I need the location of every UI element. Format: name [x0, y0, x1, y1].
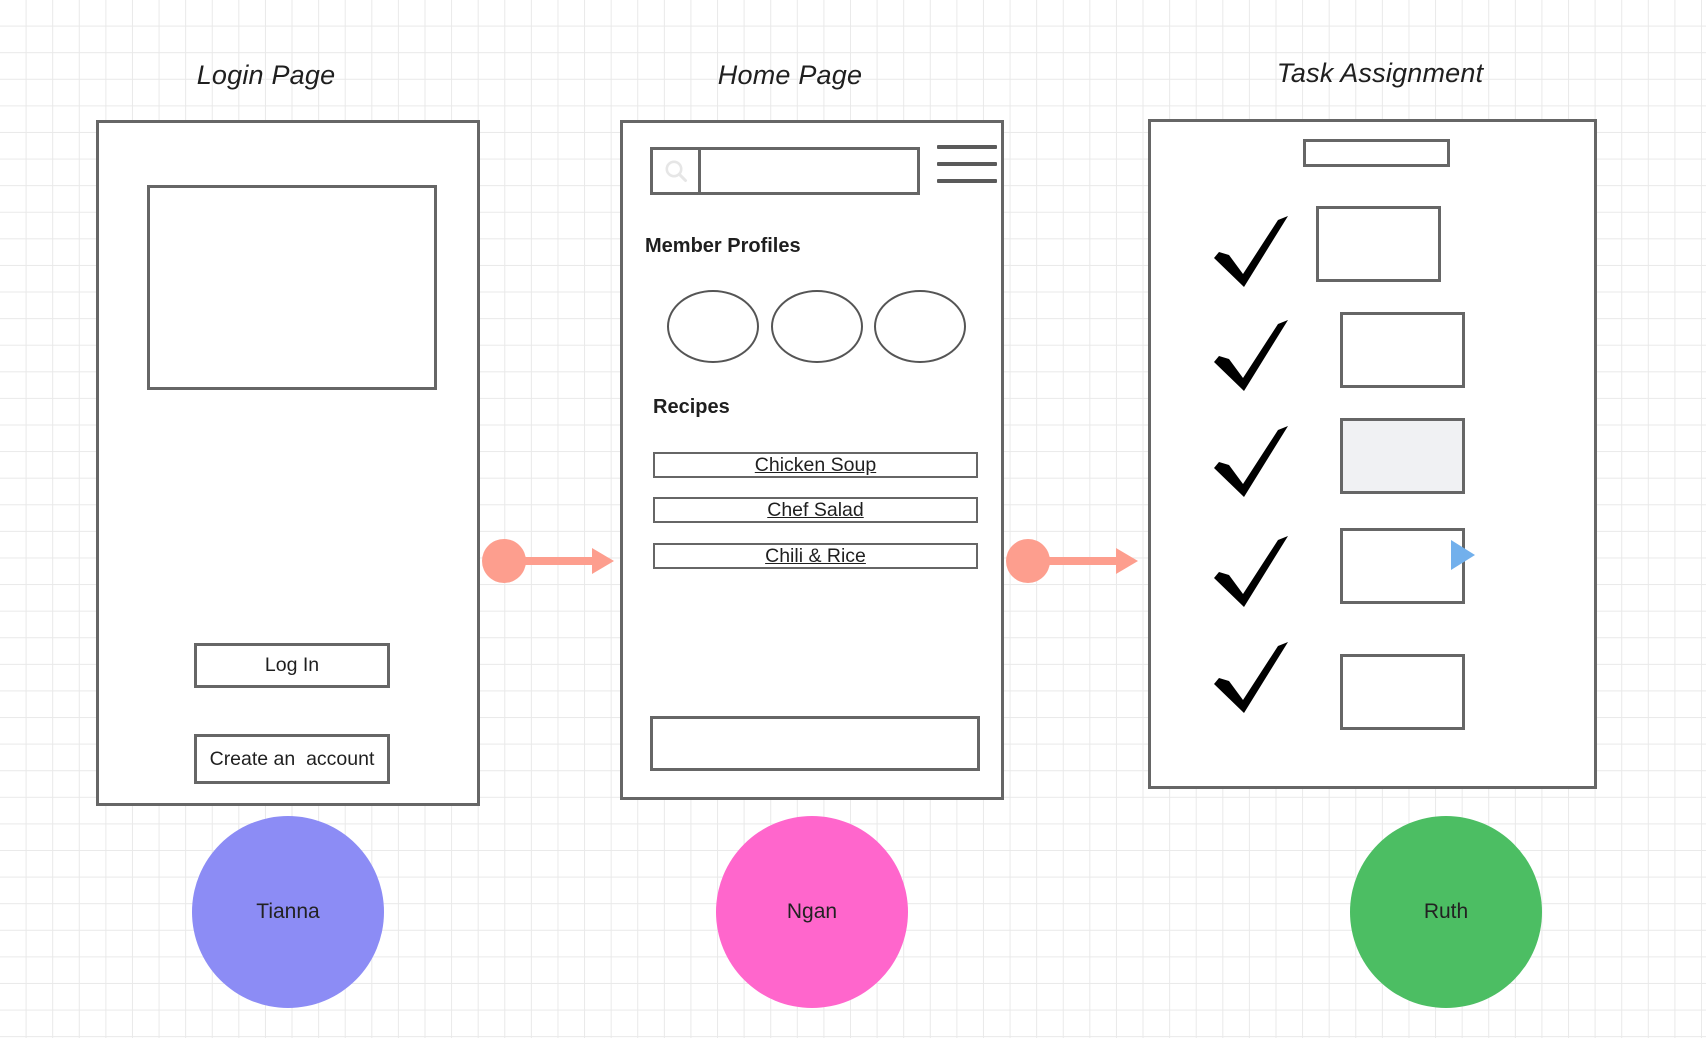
connector-arrowhead: [592, 548, 614, 574]
connector-start-dot: [482, 539, 526, 583]
member-avatar-2[interactable]: [771, 290, 863, 363]
hamburger-line-2: [937, 162, 997, 166]
task-box-4[interactable]: [1340, 528, 1465, 604]
bottom-nav-bar[interactable]: [650, 716, 980, 771]
hamburger-line-3: [937, 179, 997, 183]
check-icon[interactable]: [1208, 534, 1294, 612]
recipe-item-chef-salad[interactable]: Chef Salad: [653, 497, 978, 523]
connector-shaft: [1044, 557, 1122, 565]
recipe-item-chicken-soup[interactable]: Chicken Soup: [653, 452, 978, 478]
task-header-field[interactable]: [1303, 139, 1450, 167]
connector-start-dot: [1006, 539, 1050, 583]
recipe-label[interactable]: Chili & Rice: [765, 544, 866, 567]
check-icon[interactable]: [1208, 424, 1294, 502]
search-icon[interactable]: [653, 150, 701, 192]
recipe-label[interactable]: Chicken Soup: [754, 453, 877, 476]
check-icon[interactable]: [1208, 214, 1294, 292]
logo-placeholder: [147, 185, 437, 390]
connector-shaft: [520, 557, 598, 565]
log-in-button[interactable]: Log In: [194, 643, 390, 688]
member-avatar-1[interactable]: [667, 290, 759, 363]
connector-arrowhead: [1116, 548, 1138, 574]
task-box-2[interactable]: [1340, 312, 1465, 388]
home-page-screen[interactable]: Member Profiles Recipes Chicken Soup Che…: [620, 120, 1004, 800]
hamburger-line-1: [937, 145, 997, 149]
task-assignment-screen[interactable]: [1148, 119, 1597, 789]
member-profiles-heading: Member Profiles: [645, 235, 801, 257]
login-page-title: Login Page: [196, 60, 336, 90]
mouse-cursor: [1451, 540, 1475, 570]
member-avatar-3[interactable]: [874, 290, 966, 363]
person-bubble-ruth[interactable]: Ruth: [1350, 816, 1542, 1008]
search-bar[interactable]: [650, 147, 920, 195]
person-bubble-ngan[interactable]: Ngan: [716, 816, 908, 1008]
home-page-title: Home Page: [717, 60, 863, 90]
recipe-label[interactable]: Chef Salad: [767, 498, 864, 521]
recipes-heading: Recipes: [653, 396, 730, 418]
check-icon[interactable]: [1208, 318, 1294, 396]
recipe-item-chili-and-rice[interactable]: Chili & Rice: [653, 543, 978, 569]
task-assignment-title: Task Assignment: [1276, 58, 1484, 88]
person-bubble-tianna[interactable]: Tianna: [192, 816, 384, 1008]
search-input[interactable]: [701, 150, 917, 192]
task-box-1[interactable]: [1316, 206, 1441, 282]
check-icon[interactable]: [1208, 640, 1294, 718]
login-page-screen[interactable]: Log In Create an account: [96, 120, 480, 806]
hamburger-menu-icon[interactable]: [937, 145, 997, 183]
task-box-3[interactable]: [1340, 418, 1465, 494]
connector-login-to-home: [482, 520, 622, 583]
task-box-5[interactable]: [1340, 654, 1465, 730]
connector-home-to-task: [1006, 520, 1146, 583]
create-account-button[interactable]: Create an account: [194, 734, 390, 784]
